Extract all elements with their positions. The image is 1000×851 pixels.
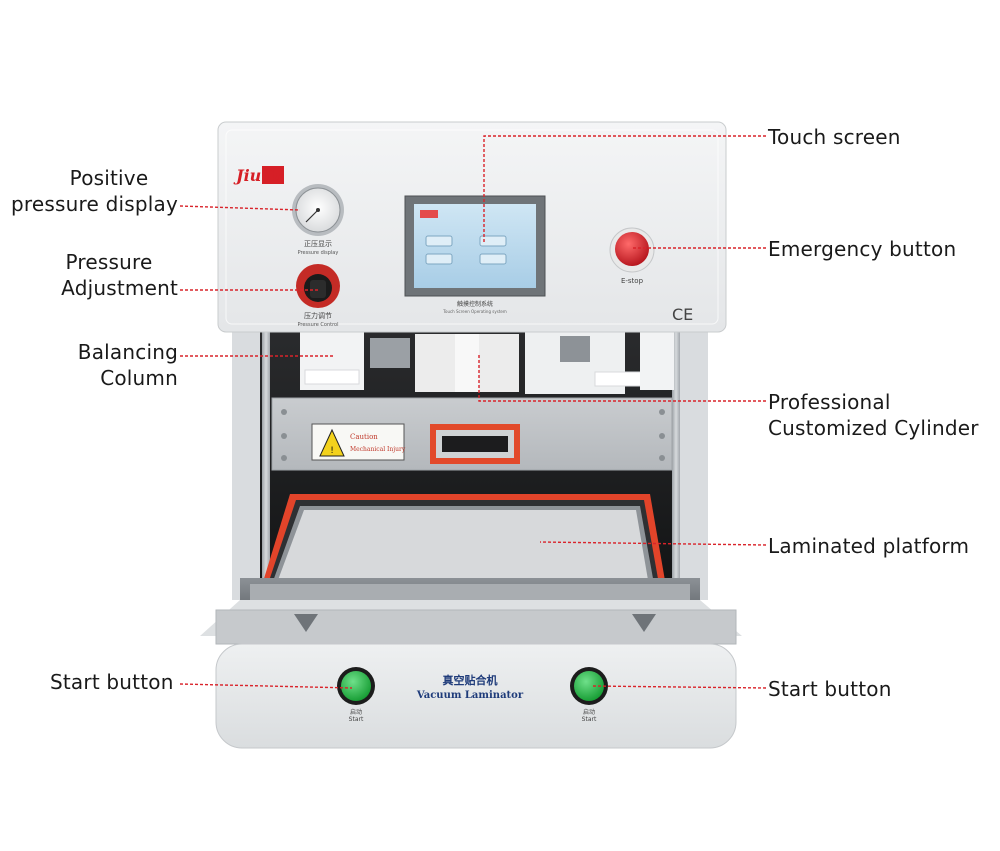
left-frame-post [232,330,260,600]
laminated-platform [258,494,668,598]
label-start-button-right: Start button [768,677,892,701]
caution-title: Caution [350,433,378,441]
leader-lines [179,135,767,689]
leader-cylinder [478,353,766,402]
label-line: Positive [69,166,149,190]
label-line: Professional [768,390,891,414]
pressure-gauge: 正压显示 Pressure display [292,184,344,256]
svg-text:!: ! [330,446,334,456]
label-laminated-platform: Laminated platform [768,534,970,558]
caution-text: Mechanical Injury [350,446,406,453]
gauge-caption-en: Pressure display [298,250,339,256]
screen-caption-en: Touch Screen Operating system [442,309,507,314]
knob-caption-cn: 压力调节 [304,311,332,320]
leader-positive-pressure [179,205,301,211]
leader-start-left [179,683,353,689]
caution-sticker: ! Caution Mechanical Injury [311,423,406,461]
product-name-cn: 真空贴合机 [443,673,498,687]
balancing-column-right [672,330,680,590]
touch-screen: 触摸控制系统 Touch Screen Operating system [404,195,546,314]
start-caption-en-right: Start [582,716,597,723]
product-name-en: Vacuum Laminator [416,690,524,701]
leader-start-right [591,685,767,689]
screen-caption-cn: 触摸控制系统 [457,300,493,308]
brand-logo: JiuTu [233,166,284,185]
label-line: Column [100,366,178,390]
label-line: Balancing [77,340,178,364]
label-professional-customized-cylinder: Professional Customized Cylinder [768,389,979,441]
view-window [430,424,520,464]
label-pressure-adjustment: Pressure Adjustment [40,249,178,301]
label-line: Adjustment [61,276,178,300]
estop-caption: E-stop [621,277,644,285]
leader-touch-screen [483,135,766,244]
start-caption-cn-left: 启动 [350,708,362,716]
start-button-right: 启动 Start [570,667,608,723]
label-balancing-column: Balancing Column [60,339,178,391]
label-emergency-button: Emergency button [768,237,957,261]
pressure-knob: 压力调节 Pressure Control [296,264,340,328]
label-line: Pressure [65,250,153,274]
knob-caption-en: Pressure Control [297,322,338,328]
ce-mark: CE [672,305,693,324]
label-line: Customized Cylinder [768,416,979,440]
gauge-caption-cn: 正压显示 [304,240,332,248]
start-caption-cn-right: 启动 [583,708,595,716]
label-line: pressure display [11,192,178,216]
label-start-button-left: Start button [50,670,174,694]
label-positive-pressure-display: Positive pressure display [6,165,178,217]
start-button-left: 启动 Start [337,667,375,723]
logo-text: JiuTu [233,166,283,185]
right-frame-post [680,330,708,600]
label-touch-screen: Touch screen [768,125,901,149]
emergency-stop-button: E-stop [609,227,655,285]
leader-platform [539,541,767,546]
balancing-column-left [262,330,270,590]
start-caption-en-left: Start [349,716,364,723]
cylinder-assembly [300,330,674,394]
